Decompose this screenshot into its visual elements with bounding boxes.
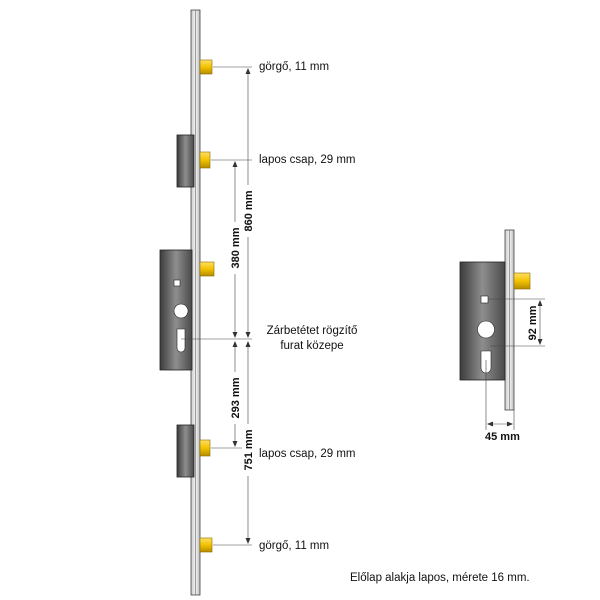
label-flat-pin-bottom: lapos csap, 29 mm xyxy=(259,448,356,460)
arrow-860-bottom xyxy=(245,332,251,338)
label-roller-bottom: görgő, 11 mm xyxy=(259,540,330,552)
dim-text-751: 751 mm xyxy=(243,429,255,470)
arrow-45-right xyxy=(507,421,513,427)
label-keeper-line2: furat közepe xyxy=(280,340,344,352)
gear-case-bottom xyxy=(176,424,195,478)
dim-text-380: 380 mm xyxy=(230,227,242,268)
label-keeper-line1: Zárbetétet rögzítő xyxy=(266,325,358,337)
arrow-92-top xyxy=(537,300,543,306)
dim-text-45: 45 mm xyxy=(485,431,520,443)
flat-pin-top xyxy=(199,151,211,169)
arrow-860-top xyxy=(245,68,251,74)
label-flat-pin-top: lapos csap, 29 mm xyxy=(259,154,356,166)
arrow-380-top xyxy=(232,161,238,167)
dim-text-860: 860 mm xyxy=(243,190,255,231)
dim-text-293: 293 mm xyxy=(230,377,242,418)
detail-bolt xyxy=(513,272,531,290)
flat-pin-bottom xyxy=(199,439,211,457)
arrow-92-bottom xyxy=(537,339,543,345)
faceplate-note: Előlap alakja lapos, mérete 16 mm. xyxy=(350,572,530,584)
label-roller-top: görgő, 11 mm xyxy=(259,61,330,73)
roller-bottom xyxy=(199,537,213,553)
arrow-293-bottom xyxy=(232,441,238,447)
arrow-751-bottom xyxy=(245,538,251,544)
spindle-hole xyxy=(173,279,181,287)
label-keeper-hole: Zárbetétet rögzítő furat közepe xyxy=(258,324,366,354)
detail-spindle-hole xyxy=(480,295,489,304)
dim-text-92: 92 mm xyxy=(527,305,539,340)
arrow-45-left xyxy=(487,421,493,427)
arrow-380-bottom xyxy=(232,332,238,338)
gear-case-top xyxy=(176,134,195,188)
arrow-293-top xyxy=(232,341,238,347)
roller-top xyxy=(199,59,213,75)
detail-cylinder-cutout xyxy=(477,320,495,374)
cylinder-cutout xyxy=(173,303,189,353)
main-bolt xyxy=(199,261,215,277)
arrow-751-top xyxy=(245,341,251,347)
